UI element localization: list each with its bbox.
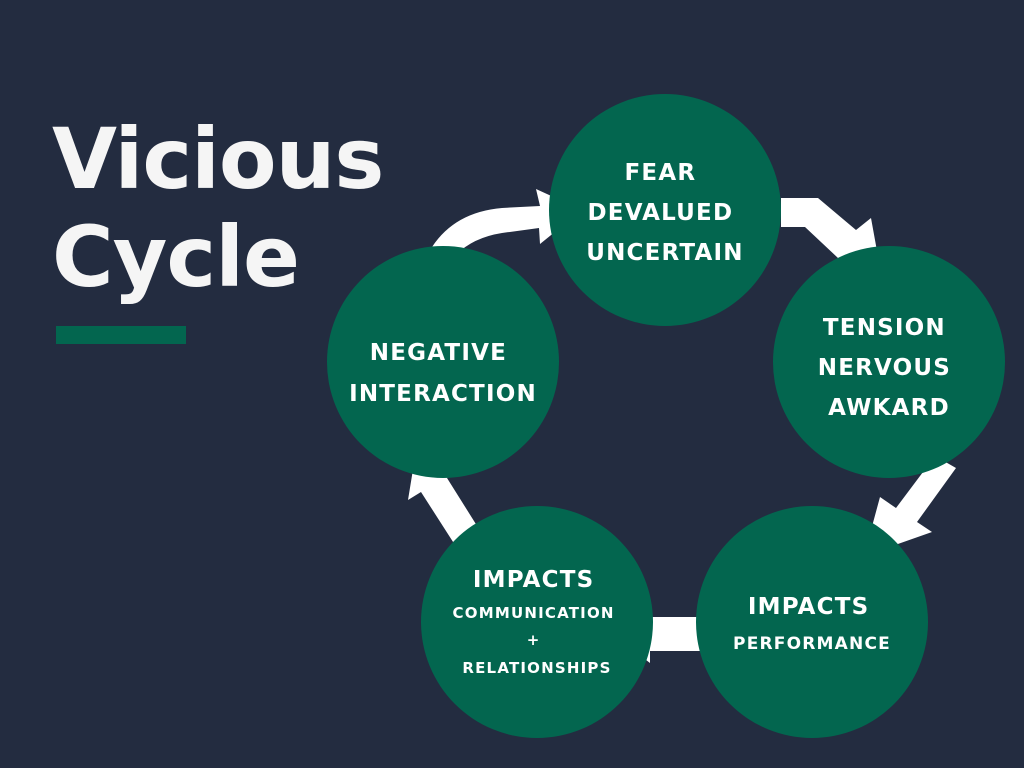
node-tension-line-2: NERVOUS — [818, 355, 951, 381]
title-line-2: Cycle — [52, 208, 300, 306]
node-fear-line-3: UNCERTAIN — [586, 240, 744, 266]
svg-text:IMPACTS COMMUNICATION: IMPACTS COMMUNICATION + RELATIONSHIPS — [453, 567, 622, 677]
node-impacts-communication: IMPACTS COMMUNICATION + RELATIONSHIPS — [421, 506, 653, 738]
node-fear-circle — [549, 94, 781, 326]
node-impacts-performance-line-1: PERFORMANCE — [733, 634, 891, 654]
node-impacts-performance-circle — [696, 506, 928, 738]
node-impacts-performance: IMPACTS PERFORMANCE — [696, 506, 928, 738]
node-negative-interaction-line-1: NEGATIVE — [370, 340, 507, 366]
node-negative-interaction: NEGATIVE INTERACTION — [327, 246, 559, 478]
svg-text:TENSION NERVOUS: TENSION NERVOUS AWKARD — [818, 315, 960, 421]
node-fear-line-2: DEVALUED — [588, 200, 734, 226]
node-tension-circle — [773, 246, 1005, 478]
arrow-tension-to-impacts-performance — [864, 456, 956, 556]
node-impacts-communication-line-1: COMMUNICATION — [453, 604, 615, 622]
node-impacts-communication-line-3: RELATIONSHIPS — [462, 659, 611, 677]
node-tension: TENSION NERVOUS AWKARD — [773, 246, 1005, 478]
title-line-1: Vicious — [52, 110, 384, 208]
node-tension-line-1: TENSION — [823, 315, 946, 341]
node-impacts-communication-circle — [421, 506, 653, 738]
node-fear: FEAR DEVALUED UNCERTAIN — [549, 94, 781, 326]
node-negative-interaction-circle — [327, 246, 559, 478]
arrow-negative-interaction-to-fear — [432, 189, 582, 259]
page-title: Vicious Cycle — [52, 110, 384, 306]
node-impacts-performance-heading: IMPACTS — [748, 594, 870, 620]
node-negative-interaction-line-2: INTERACTION — [349, 381, 537, 407]
node-impacts-communication-line-2: + — [527, 631, 541, 649]
node-fear-line-1: FEAR — [625, 160, 697, 186]
svg-text:NEGATIVE INTERACTION: NEGATIVE INTERACTION — [349, 340, 537, 407]
title-underline-bar — [56, 326, 186, 344]
svg-text:FEAR DEVALUED: FEAR DEVALUED UNCERTAIN — [586, 160, 744, 266]
svg-text:IMPACTS PERFORMANCE: IMPACTS PERFORMANCE — [733, 594, 891, 654]
node-tension-line-3: AWKARD — [828, 395, 950, 421]
node-impacts-communication-heading: IMPACTS — [473, 567, 595, 593]
